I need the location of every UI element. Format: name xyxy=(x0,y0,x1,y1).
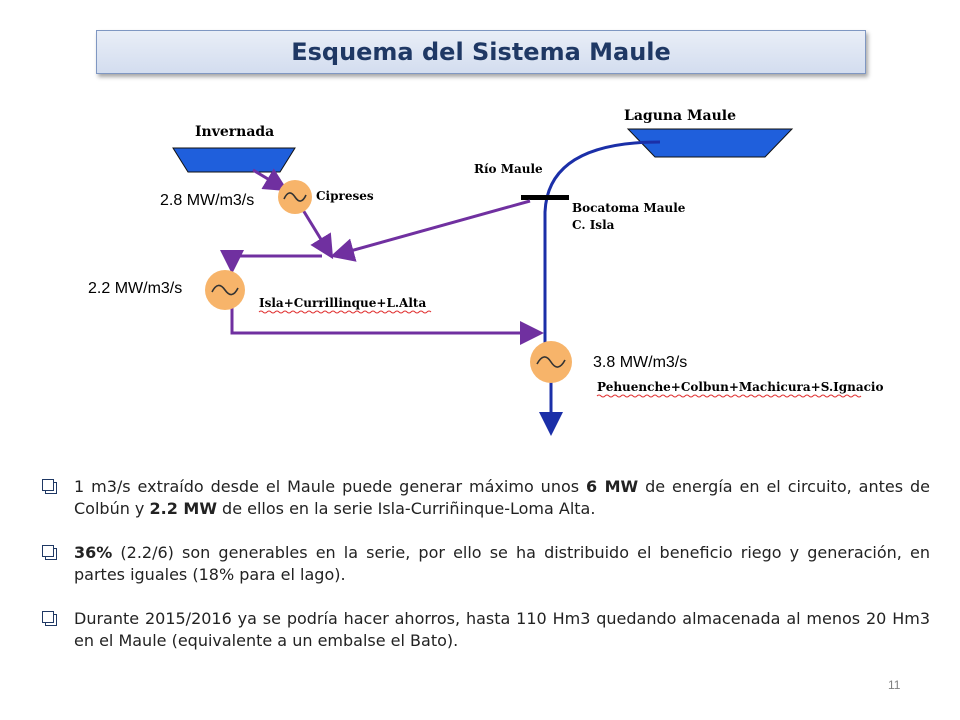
bullet-text: Durante 2015/2016 ya se podría hacer aho… xyxy=(74,608,930,652)
bullet-text-run: de energía en el circuito, antes de Colb… xyxy=(74,477,930,518)
bullet-text-run: de ellos en la serie Isla-Curriñinque-Lo… xyxy=(216,499,596,518)
page-number: 11 xyxy=(888,678,901,692)
cipreses-generator xyxy=(278,180,312,214)
invernada-label: Invernada xyxy=(195,124,274,140)
pehuenche-generator xyxy=(530,341,572,383)
cipreses-label: Cipreses xyxy=(316,189,374,203)
laguna-maule-reservoir xyxy=(626,128,794,158)
cipreses-rate-label: 2.8 MW/m3/s xyxy=(160,192,254,209)
bullet-text: 36% (2.2/6) son generables en la serie, … xyxy=(74,542,930,586)
bullet-text: 1 m3/s extraído desde el Maule puede gen… xyxy=(74,476,930,520)
bocatoma-bar xyxy=(521,195,569,200)
bullet-text-bold: 36% xyxy=(74,543,113,562)
bullet-text-bold: 6 MW xyxy=(586,477,639,496)
bullet-text-run: (2.2/6) son generables en la serie, por … xyxy=(74,543,930,584)
isla-generator xyxy=(205,270,245,310)
isla-to-maule-canal xyxy=(230,306,544,345)
bullet-box-icon xyxy=(42,611,57,626)
bocatoma-label: Bocatoma Maule xyxy=(572,201,686,215)
bullet-item: Durante 2015/2016 ya se podría hacer aho… xyxy=(42,608,930,652)
bocatoma-to-isla-canal xyxy=(330,199,531,262)
maule-river-line xyxy=(543,140,661,355)
maule-system-diagram: Invernada Laguna Maule Río Maule Bocatom… xyxy=(88,108,884,436)
pehuenche-series-label: Pehuenche+Colbun+Machicura+S.Ignacio xyxy=(597,380,884,394)
laguna-maule-label: Laguna Maule xyxy=(624,108,736,124)
pehuenche-series-spellcheck-underline xyxy=(596,394,862,398)
invernada-reservoir xyxy=(172,147,296,173)
bullet-list: 1 m3/s extraído desde el Maule puede gen… xyxy=(42,476,930,674)
pehuenche-rate-label: 3.8 MW/m3/s xyxy=(593,354,687,371)
bullet-text-run: Durante 2015/2016 ya se podría hacer aho… xyxy=(74,609,930,650)
bullet-text-bold: 2.2 MW xyxy=(149,499,217,518)
page-title: Esquema del Sistema Maule xyxy=(291,38,671,66)
title-box: Esquema del Sistema Maule xyxy=(96,30,866,74)
bullet-text-run: 1 m3/s extraído desde el Maule puede gen… xyxy=(74,477,587,496)
cipreses-outflow-canal xyxy=(301,209,334,260)
isla-series-spellcheck-underline xyxy=(258,310,432,314)
c-isla-label: C. Isla xyxy=(572,218,615,232)
bullet-box-icon xyxy=(42,479,57,494)
bullet-box-icon xyxy=(42,545,57,560)
rio-maule-label: Río Maule xyxy=(474,162,543,176)
bullet-item: 36% (2.2/6) son generables en la serie, … xyxy=(42,542,930,586)
isla-series-label: Isla+Currillinque+L.Alta xyxy=(259,296,426,310)
isla-intake-canal xyxy=(220,250,322,274)
isla-rate-label: 2.2 MW/m3/s xyxy=(88,280,182,297)
bullet-item: 1 m3/s extraído desde el Maule puede gen… xyxy=(42,476,930,520)
invernada-to-cipreses-canal xyxy=(252,168,289,192)
